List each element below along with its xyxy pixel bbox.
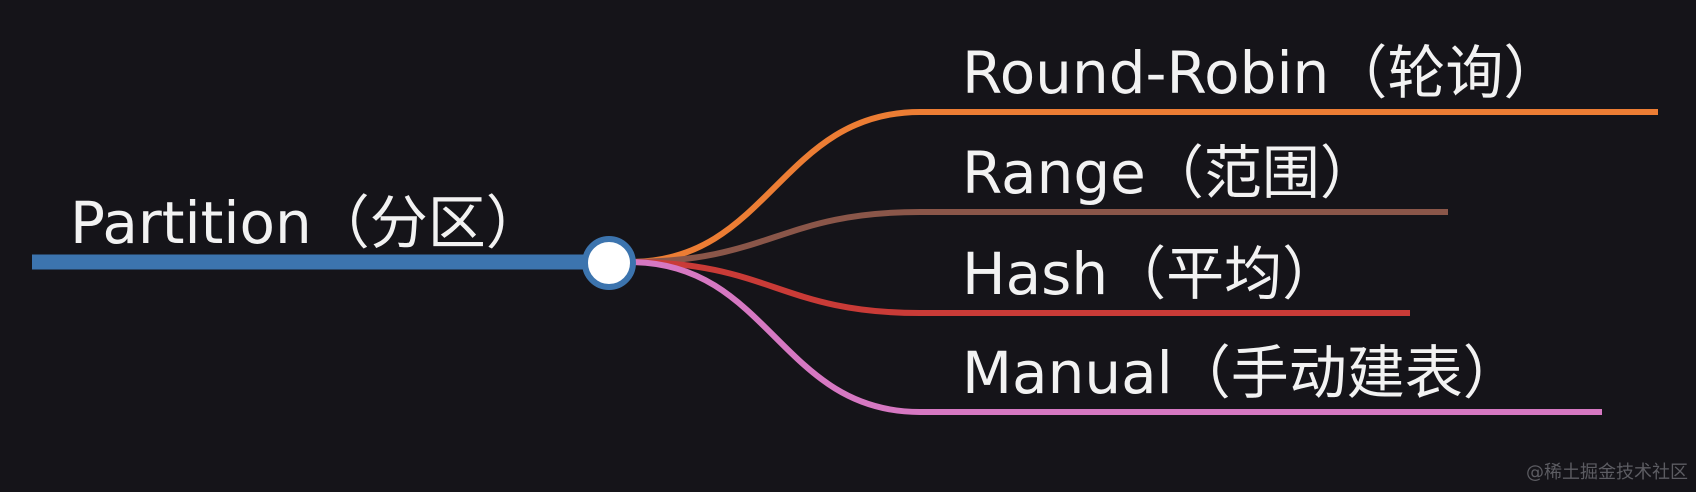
branch-curve-hash — [629, 259, 921, 316]
branch-label-range: Range（范围） — [962, 139, 1378, 207]
root-label: Partition（分区） — [70, 189, 544, 257]
branch-label-manual: Manual（手动建表） — [962, 339, 1521, 407]
branch-curve-range — [629, 209, 921, 265]
watermark: @稀土掘金技术社区 — [1526, 462, 1688, 483]
center-node — [582, 236, 636, 290]
branch-curve-round-robin — [629, 109, 921, 265]
branch-label-round-robin: Round-Robin（轮询） — [962, 39, 1561, 107]
branch-curve-manual — [629, 259, 921, 415]
branch-label-hash: Hash（平均） — [962, 240, 1340, 308]
